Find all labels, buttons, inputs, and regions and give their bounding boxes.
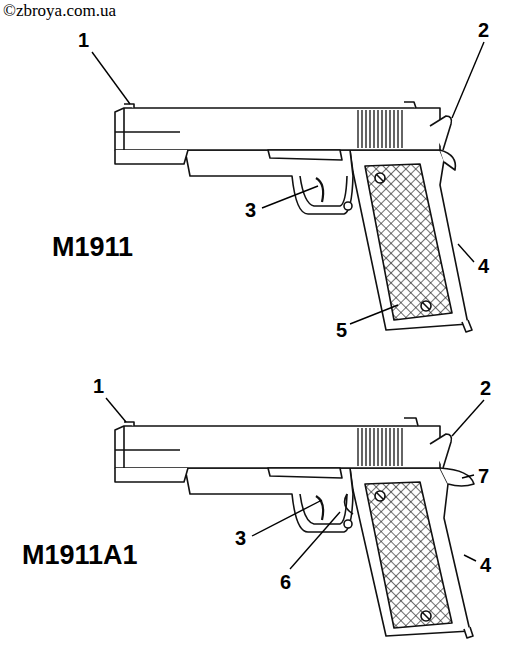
- callout-number: 3: [235, 528, 246, 548]
- callout-number: 2: [478, 20, 489, 40]
- model-name: M1911: [52, 234, 133, 261]
- watermark: ©zbroya.com.ua: [3, 2, 116, 19]
- callout-number: 1: [93, 376, 104, 396]
- model-name: M1911A1: [22, 542, 138, 569]
- callout-number: 7: [478, 466, 489, 486]
- callout-number: 4: [478, 256, 489, 276]
- callout-number: 2: [480, 378, 491, 398]
- callout-number: 6: [280, 572, 291, 592]
- callout-number: 5: [336, 320, 347, 340]
- callout-number: 1: [78, 30, 89, 50]
- callout-number: 4: [480, 555, 491, 575]
- callout-number: 3: [245, 200, 256, 220]
